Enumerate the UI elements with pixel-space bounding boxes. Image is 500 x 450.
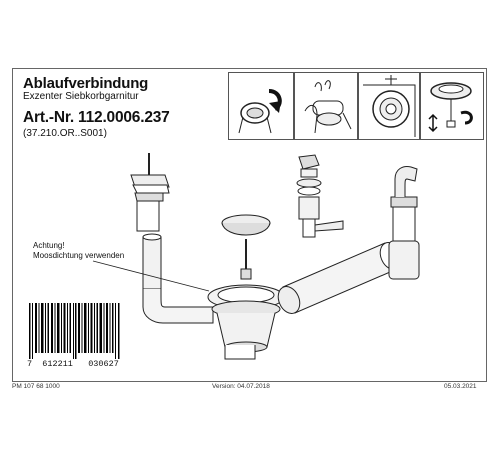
note-line-2: Moosdichtung verwenden: [33, 251, 125, 260]
drain-pipe: [277, 166, 420, 314]
article-number: Art.-Nr. 112.0006.237: [23, 109, 170, 126]
product-title: Ablaufverbindung: [23, 75, 149, 92]
strainer-top-icon: [363, 75, 416, 137]
note-leader-line: [92, 260, 210, 292]
footer-code: PM 107 68 1000: [12, 383, 60, 390]
step-panel-1: [228, 72, 294, 140]
warning-note: Achtung! Moosdichtung verwenden: [33, 241, 124, 261]
variant-code: (37.210.OR..S001): [23, 128, 107, 139]
hand-tighten-icon: [304, 80, 352, 134]
product-card: Ablaufverbindung Exzenter Siebkorbgarnit…: [12, 68, 487, 382]
footer-date: 05.03.2021: [444, 383, 477, 390]
strainer-assembly: [207, 214, 285, 360]
plug-adjust-icon: [428, 82, 473, 133]
step-panel-3: [358, 72, 420, 140]
step-panel-2: [294, 72, 358, 140]
barcode: [29, 303, 120, 359]
twist-arrow-icon: [238, 89, 282, 134]
footer-version: Version: 04.07.2018: [212, 383, 270, 390]
product-subtitle: Exzenter Siebkorbgarnitur: [23, 91, 139, 102]
overflow-assembly: [130, 153, 214, 324]
note-line-1: Achtung!: [33, 241, 65, 250]
assembly-diagram: [92, 153, 420, 360]
step-panel-4: [420, 72, 484, 140]
barcode-digits: 7 612211 030627: [27, 359, 119, 369]
instruction-steps: [228, 72, 484, 144]
standpipe-assembly: [296, 154, 344, 238]
